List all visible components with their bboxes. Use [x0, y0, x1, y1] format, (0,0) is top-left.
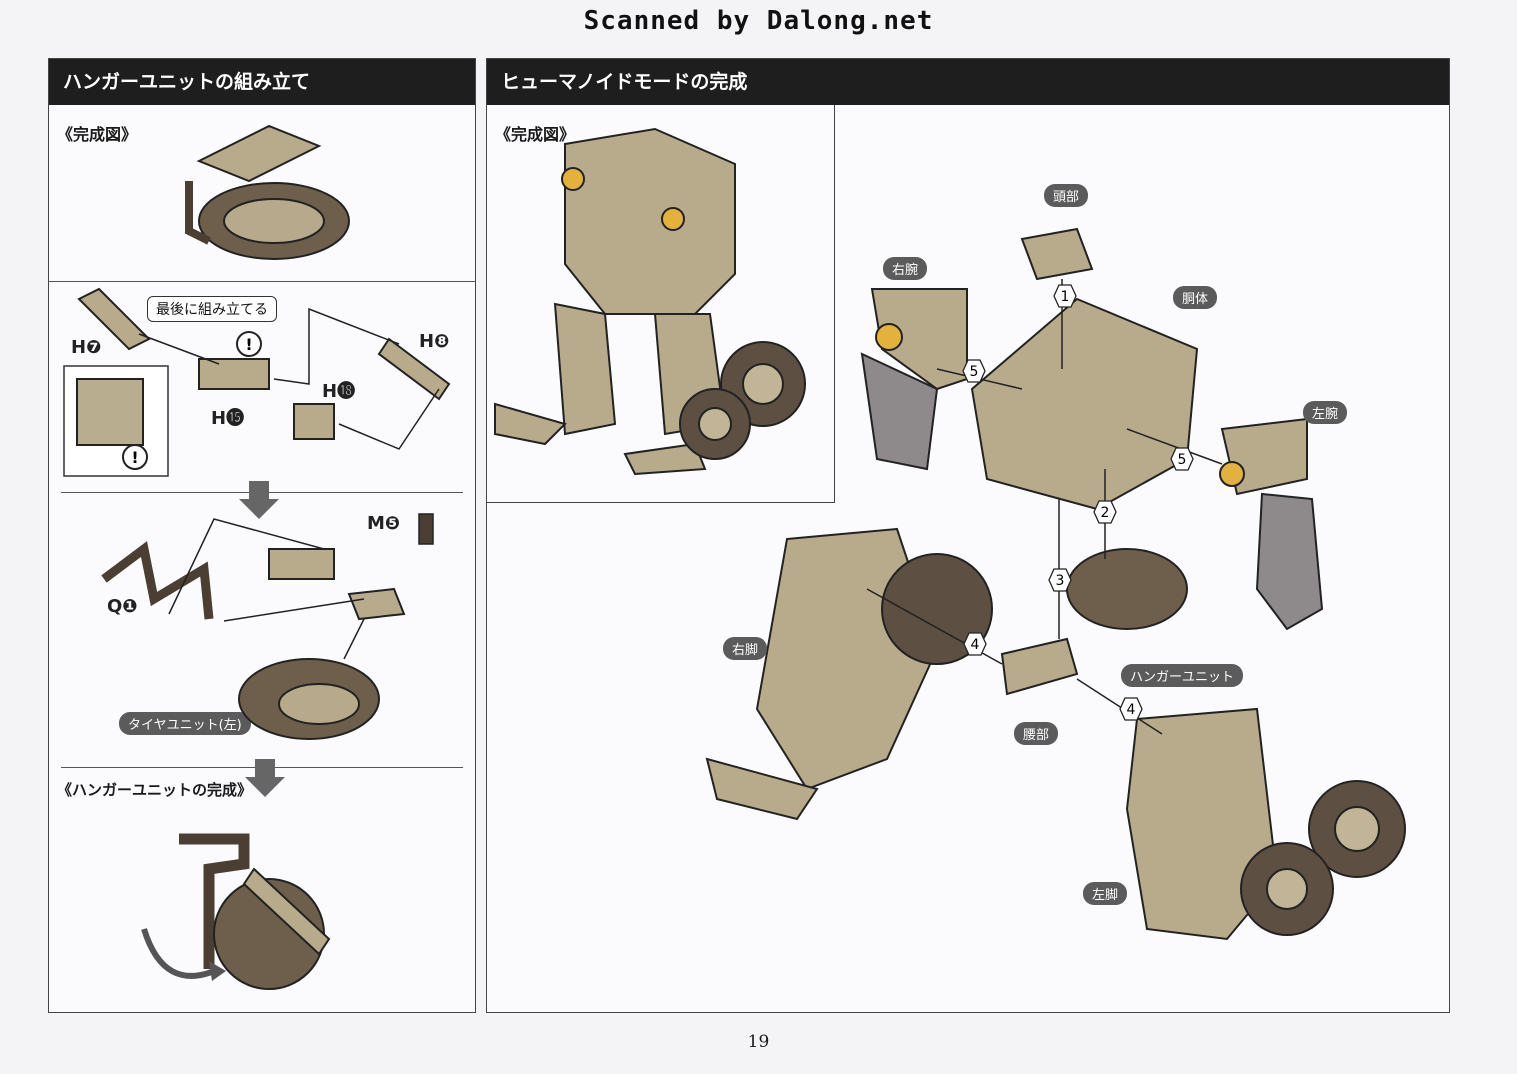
step-marker-number: 1 [1061, 289, 1070, 305]
tire-unit-label: タイヤユニット(左) [119, 712, 251, 735]
humanoid-mode-title: ヒューマノイドモードの完成 [487, 59, 1449, 105]
label-torso: 胴体 [1173, 286, 1218, 309]
part-label-h15: H⓯ [211, 408, 245, 429]
step-marker: 4 [1119, 697, 1143, 721]
assemble-last-note: 最後に組み立てる [147, 296, 277, 322]
down-arrow-icon [239, 481, 279, 519]
label-head: 頭部 [1044, 184, 1089, 207]
hanger-assembly-title: ハンガーユニットの組み立て [49, 59, 475, 105]
part-label-q1: Q❶ [107, 596, 138, 617]
hanger-frame-illustration [101, 513, 434, 740]
label-waist: 腰部 [1014, 722, 1059, 745]
step-marker: 4 [963, 632, 987, 656]
label-hanger-unit: ハンガーユニット [1121, 664, 1244, 687]
part-label-h7: H❼ [71, 337, 102, 358]
hanger-complete-illustration [185, 124, 350, 260]
step-marker-number: 2 [1101, 505, 1110, 521]
complete-view-label: 《完成図》 [495, 125, 576, 144]
hanger-final-illustration [141, 833, 331, 990]
step-marker-number: 5 [1178, 452, 1187, 468]
label-right-arm: 右腕 [883, 257, 928, 280]
step-marker-number: 4 [1127, 702, 1136, 718]
hanger-complete-label: 《ハンガーユニットの完成》 [57, 781, 253, 799]
down-arrow-icon [245, 759, 285, 797]
part-label-h8: H❽ [419, 331, 450, 352]
svg-text:!: ! [131, 448, 138, 467]
step-marker: 5 [1170, 447, 1194, 471]
label-left-arm: 左腕 [1303, 401, 1348, 424]
step-marker: 3 [1048, 568, 1072, 592]
complete-view-label: 《完成図》 [57, 125, 138, 144]
robot-complete-illustration [494, 127, 806, 476]
label-right-leg: 右脚 [723, 637, 768, 660]
humanoid-mode-panel: ヒューマノイドモードの完成 《完成図》 [486, 58, 1450, 1013]
exploded-parts-illustration: ! [77, 287, 451, 450]
page-number: 19 [747, 1032, 770, 1052]
step-marker: 5 [962, 359, 986, 383]
hanger-assembly-panel: ハンガーユニットの組み立て 《完成図》 最後に組み立てる H❼ H❽ H⓲ H⓯… [48, 58, 476, 1013]
step-marker-number: 5 [970, 364, 979, 380]
step-marker: 1 [1053, 284, 1077, 308]
section-divider [49, 281, 475, 282]
scan-credit: Scanned by Dalong.net [583, 6, 934, 36]
step-marker: 2 [1093, 500, 1117, 524]
exploded-robot-illustration [705, 227, 1406, 941]
step-marker-number: 3 [1056, 573, 1065, 589]
inset-detail-box: ! [63, 365, 169, 477]
complete-view-box [487, 105, 835, 503]
svg-text:!: ! [245, 335, 252, 354]
part-label-m5: M❺ [367, 513, 401, 534]
label-left-leg: 左脚 [1083, 882, 1128, 905]
step-marker-number: 4 [971, 637, 980, 653]
part-label-h18: H⓲ [322, 381, 356, 402]
